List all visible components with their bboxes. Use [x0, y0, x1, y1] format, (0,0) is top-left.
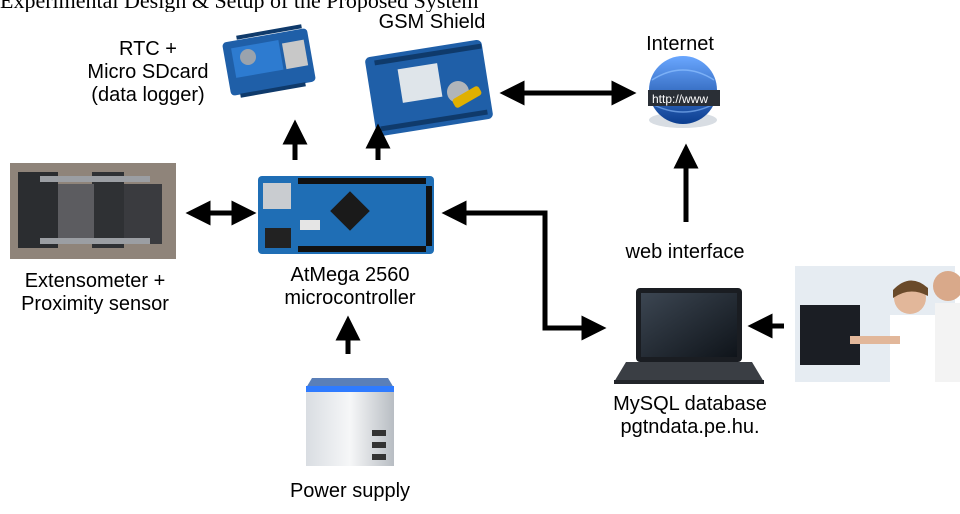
microcontroller-label: AtMega 2560 microcontroller [260, 264, 440, 310]
data-logger-board-icon [222, 24, 316, 98]
rtc-label-line-2: Micro SDcard [87, 61, 209, 83]
arrow-mcu-laptop [441, 200, 607, 341]
power-supply-label: Power supply [289, 480, 411, 502]
gsm-shield-board-icon [365, 39, 493, 137]
web-interface-label: web interface [625, 241, 745, 263]
database-label-line-1: MySQL database [613, 393, 767, 415]
laptop-icon [614, 288, 764, 384]
database-label: MySQL database pgtndata.pe.hu. [580, 393, 800, 439]
users-at-screen-photo [795, 266, 960, 382]
cropped-heading: Experimental Design & Setup of the Propo… [0, 0, 960, 12]
connections [185, 80, 784, 354]
extensometer-label-line-2: Proximity sensor [21, 293, 169, 315]
gsm-shield-label: GSM Shield [378, 11, 486, 33]
extensometer-label-line-1: Extensometer + [24, 270, 166, 292]
globe-http-icon: http://www [648, 56, 720, 128]
database-label-line-2: pgtndata.pe.hu. [620, 416, 760, 438]
rtc-label-line-1: RTC + [119, 38, 177, 60]
internet-label: Internet [646, 33, 714, 55]
arduino-mega-board-icon [258, 176, 434, 254]
rtc-logger-label: RTC + Micro SDcard (data logger) [68, 38, 228, 107]
extensometer-label: Extensometer + Proximity sensor [0, 270, 190, 316]
mcu-label-line-1: AtMega 2560 [290, 264, 410, 286]
rtc-label-line-3: (data logger) [91, 84, 205, 106]
extensometer-photo [10, 163, 176, 259]
mcu-label-line-2: microcontroller [284, 287, 416, 309]
power-supply-cube-icon [306, 378, 394, 466]
globe-http-label: http://www [652, 92, 708, 106]
